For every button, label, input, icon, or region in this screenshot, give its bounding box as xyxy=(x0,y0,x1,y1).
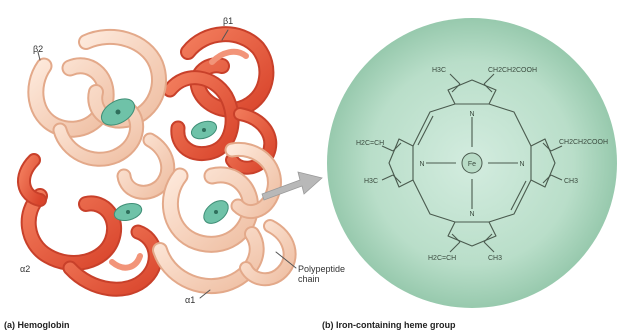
heme-disc-3 xyxy=(113,202,143,222)
alpha2-chain xyxy=(27,28,176,200)
porphyrin-structure xyxy=(381,73,563,253)
polypeptide-label-line2: chain xyxy=(298,274,320,284)
zoom-arrow xyxy=(261,171,323,201)
substituent-top-left: H3C xyxy=(432,67,446,74)
polypeptide-label-line1: Polypeptide xyxy=(298,264,345,274)
nitrogen-left: N xyxy=(419,161,424,168)
substituent-left-top: H2C=CH xyxy=(356,140,384,147)
hemoglobin-protein: β2 β1 α2 α1 Polypeptide chain xyxy=(17,16,345,305)
substituent-right-top: CH2CH2COOH xyxy=(559,139,608,146)
beta2-chain xyxy=(17,153,163,297)
heme-disc-1 xyxy=(100,98,136,126)
caption-hemoglobin: (a) Hemoglobin xyxy=(4,320,70,330)
heme-disc-2 xyxy=(190,120,218,140)
iron-atom xyxy=(461,152,483,174)
nitrogen-right: N xyxy=(519,161,524,168)
nitrogen-bottom: N xyxy=(469,211,474,218)
beta2-label: β2 xyxy=(33,44,43,54)
nitrogen-top: N xyxy=(469,111,474,118)
heme-group-panel: Fe N N N N H3C CH2CH2COOH CH2CH2COOH CH3… xyxy=(327,18,617,308)
alpha1-label: α1 xyxy=(185,295,195,305)
caption-heme-group: (b) Iron-containing heme group xyxy=(322,320,456,330)
substituent-right-bottom: CH3 xyxy=(564,178,578,185)
substituent-top-right: CH2CH2COOH xyxy=(488,67,537,74)
substituent-left-bottom: H3C xyxy=(364,178,378,185)
substituent-bottom-left: H2C=CH xyxy=(428,255,456,262)
alpha2-label: α2 xyxy=(20,264,30,274)
alpha1-chain xyxy=(152,141,297,299)
heme-disc-4 xyxy=(203,200,229,224)
iron-atom-label: Fe xyxy=(468,161,476,168)
substituent-bottom-right: CH3 xyxy=(488,255,502,262)
beta1-label: β1 xyxy=(223,16,233,26)
